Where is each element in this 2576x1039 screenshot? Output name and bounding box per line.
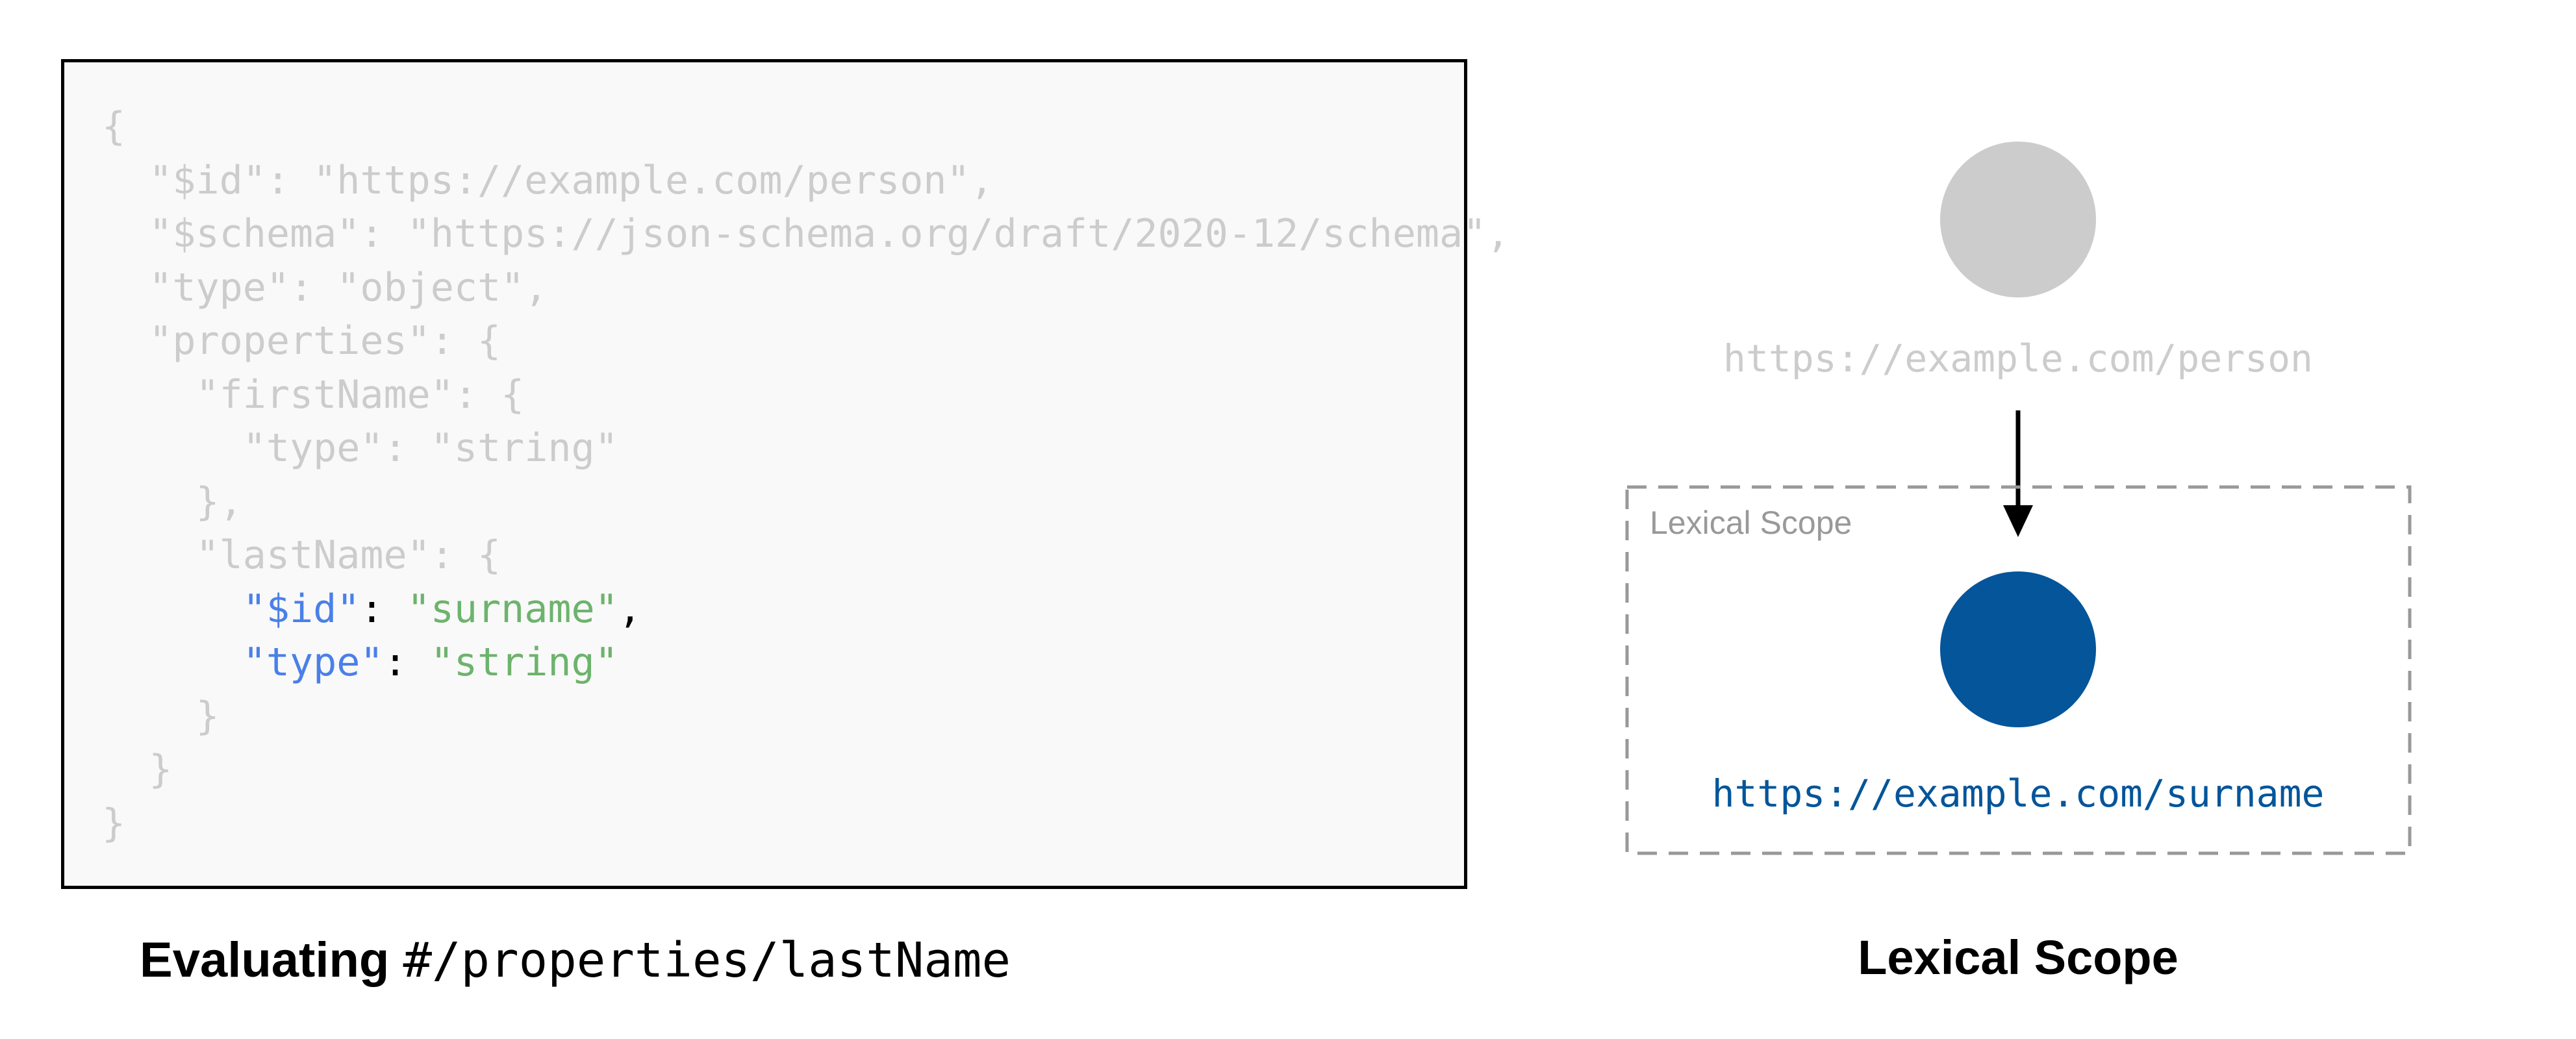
- code-text: "lastName": {: [196, 532, 501, 578]
- code-line: "lastName": {: [102, 529, 1509, 582]
- code-line: "type": "string": [102, 421, 1509, 475]
- code-value: "string": [430, 640, 618, 685]
- arrow-head-icon: [2003, 505, 2033, 537]
- code-tail: ,: [618, 586, 642, 632]
- code-text: "type": "string": [242, 425, 618, 471]
- caption-bold: Evaluating: [140, 933, 390, 988]
- code-line: {: [102, 100, 1509, 154]
- code-sep: :: [383, 640, 431, 685]
- code-line: },: [102, 475, 1509, 529]
- code-text: }: [149, 747, 173, 792]
- code-line: "$id": "surname",: [102, 582, 1509, 636]
- code-line: }: [102, 743, 1509, 797]
- code-line: "type": "string": [102, 636, 1509, 690]
- code-text: {: [102, 104, 126, 149]
- json-pointer: #/properties/lastName: [403, 933, 1011, 988]
- code-text: }: [102, 800, 126, 846]
- code-line: "type": "object",: [102, 261, 1509, 315]
- code-line: }: [102, 690, 1509, 744]
- code-text: "properties": {: [149, 318, 501, 364]
- code-key: "$id": [242, 586, 360, 632]
- scope-label: Lexical Scope: [1650, 505, 1852, 541]
- code-key: "type": [242, 640, 384, 685]
- code-line: "$id": "https://example.com/person",: [102, 154, 1509, 208]
- code-text: "type": "object",: [149, 264, 548, 310]
- code-text: "firstName": {: [196, 371, 525, 418]
- lexical-scope-box: [1625, 485, 2412, 855]
- code-line: "firstName": {: [102, 368, 1509, 422]
- active-uri: https://example.com/surname: [1712, 771, 2325, 816]
- code-line: "$schema": "https://json-schema.org/draf…: [102, 207, 1509, 261]
- code-text: "$schema": "https://json-schema.org/draf…: [149, 211, 1510, 257]
- code-text: "$id": "https://example.com/person",: [149, 157, 994, 203]
- code-line: }: [102, 797, 1509, 851]
- parent-node: [1940, 142, 2096, 297]
- evaluation-caption: Evaluating #/properties/lastName: [140, 932, 1011, 988]
- parent-uri: https://example.com/person: [1723, 336, 2313, 381]
- code-text: },: [196, 479, 243, 525]
- json-schema-code: { "$id": "https://example.com/person", "…: [102, 100, 1509, 850]
- diagram-title: Lexical Scope: [1858, 931, 2178, 984]
- active-node: [1940, 571, 2096, 727]
- code-text: }: [196, 693, 220, 739]
- code-value: "surname": [407, 586, 618, 632]
- code-sep: :: [360, 586, 407, 632]
- code-line: "properties": {: [102, 314, 1509, 368]
- code-panel: { "$id": "https://example.com/person", "…: [61, 59, 1509, 889]
